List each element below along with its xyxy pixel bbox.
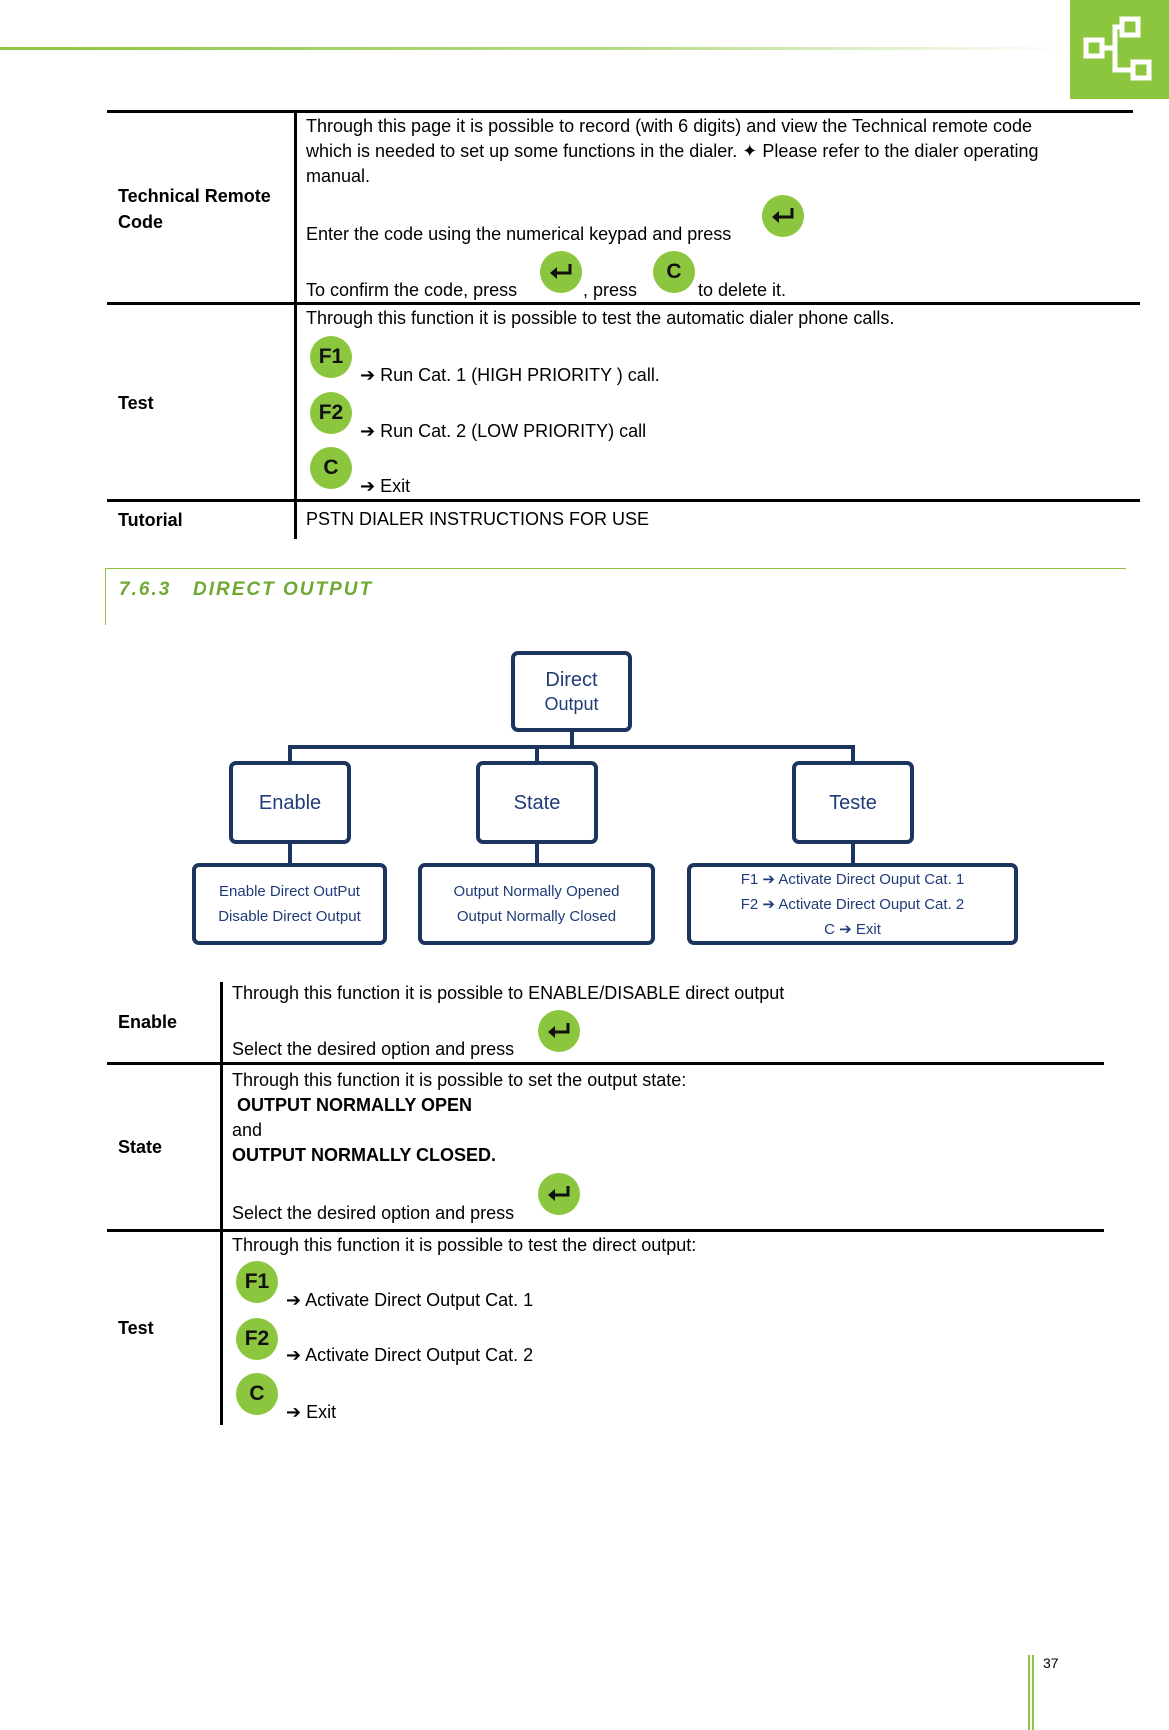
flowchart-logo-icon [1070,0,1169,99]
connector [535,843,539,865]
header-rule [0,47,1070,50]
table1-row-rule [107,499,1140,502]
row-label-tutorial: Tutorial [118,510,183,530]
row-text: ➔ Activate Direct Output Cat. 2 [286,1345,534,1365]
diagram-detail-line: F2 ➔ Activate Direct Ouput Cat. 2 [740,895,965,913]
c-key-icon: C [236,1373,278,1415]
diagram-root-label: Direct [545,668,598,691]
row-label-enable: Enable [118,1012,178,1032]
row-text: ➔ Activate Direct Output Cat. 1 [286,1290,534,1310]
diagram-node-label: Teste [829,791,877,814]
diagram-node-teste: Teste [792,761,914,844]
row-text: Enter the code using the numerical keypa… [306,224,732,244]
row-text: and [232,1120,263,1140]
connector [288,745,855,749]
diagram-node-label: State [513,791,561,814]
row-text: OUTPUT NORMALLY CLOSED. [232,1145,497,1165]
section-title: DIRECT OUTPUT [193,579,374,600]
f1-key-icon: F1 [236,1261,278,1303]
diagram-detail-state: Output Normally Opened Output Normally C… [418,863,655,945]
section-heading: 7.6.3 DIRECT OUTPUT [105,568,1126,625]
diagram-root-box: Direct Output [511,651,632,732]
row-text: ➔ Exit [360,476,411,496]
row-text: Through this function it is possible to … [306,308,895,328]
footer-rule [1032,1655,1034,1730]
diagram-node-enable: Enable [229,761,351,844]
connector [535,745,539,763]
diagram-detail-line: F1 ➔ Activate Direct Ouput Cat. 1 [740,870,965,888]
row-label-test: Test [118,393,154,413]
diagram-node-state: State [476,761,598,844]
row-text: Through this function it is possible to … [232,1070,687,1090]
c-key-icon: C [653,251,695,293]
table2-row-rule [107,1062,1104,1065]
row-label-test: Test [118,1318,154,1338]
section-number: 7.6.3 [119,579,172,600]
connector [570,730,574,747]
enter-key-icon [538,1010,580,1052]
f1-key-icon: F1 [310,336,352,378]
diagram-detail-line: C ➔ Exit [824,920,881,938]
row-text: Select the desired option and press [232,1039,515,1059]
row-text: OUTPUT NORMALLY OPEN [232,1095,473,1115]
c-key-icon: C [310,447,352,489]
diagram-detail-line: Disable Direct Output [218,908,361,925]
table1-row-rule [107,302,1140,305]
row-text: ➔ Exit [286,1402,337,1422]
enter-key-icon [540,251,582,293]
row-text: PSTN DIALER INSTRUCTIONS FOR USE [306,509,650,529]
diagram-detail-enable: Enable Direct OutPut Disable Direct Outp… [192,863,387,945]
row-text: Through this function it is possible to … [232,1235,697,1255]
table1-divider [294,110,297,539]
table2-divider [220,982,223,1425]
row-text: ➔ Run Cat. 1 (HIGH PRIORITY ) call. [360,365,660,385]
row-label-technical-remote-code: Technical Remote Code [118,186,271,232]
connector [288,843,292,865]
enter-key-icon [538,1173,580,1215]
row-text: Select the desired option and press [232,1203,515,1223]
diagram-detail-line: Output Normally Closed [456,908,617,925]
diagram-node-label: Enable [258,791,322,814]
connector [851,745,855,763]
row-text: manual. [306,166,371,186]
diagram-root-label: Output [544,693,599,714]
row-text: Through this page it is possible to reco… [306,116,1033,136]
table2-row-rule [107,1229,1104,1232]
f2-key-icon: F2 [310,392,352,434]
diagram-detail-line: Enable Direct OutPut [219,883,360,900]
diagram-detail-teste: F1 ➔ Activate Direct Ouput Cat. 1 F2 ➔ A… [687,863,1018,945]
row-text: , press [583,280,638,300]
row-text: which is needed to set up some functions… [306,141,1039,161]
row-text: Through this function it is possible to … [232,983,785,1003]
f2-key-icon: F2 [236,1318,278,1360]
row-text: to delete it. [698,280,787,300]
row-text: To confirm the code, press [306,280,518,300]
row-label-state: State [118,1137,163,1157]
diagram-detail-line: Output Normally Opened [453,883,620,900]
connector [851,843,855,865]
row-text: ➔ Run Cat. 2 (LOW PRIORITY) call [360,421,647,441]
page-number: 37 [1043,1655,1059,1671]
enter-key-icon [762,195,804,237]
table1-top-rule [107,110,1133,113]
footer-rule [1028,1655,1030,1730]
connector [288,745,292,763]
